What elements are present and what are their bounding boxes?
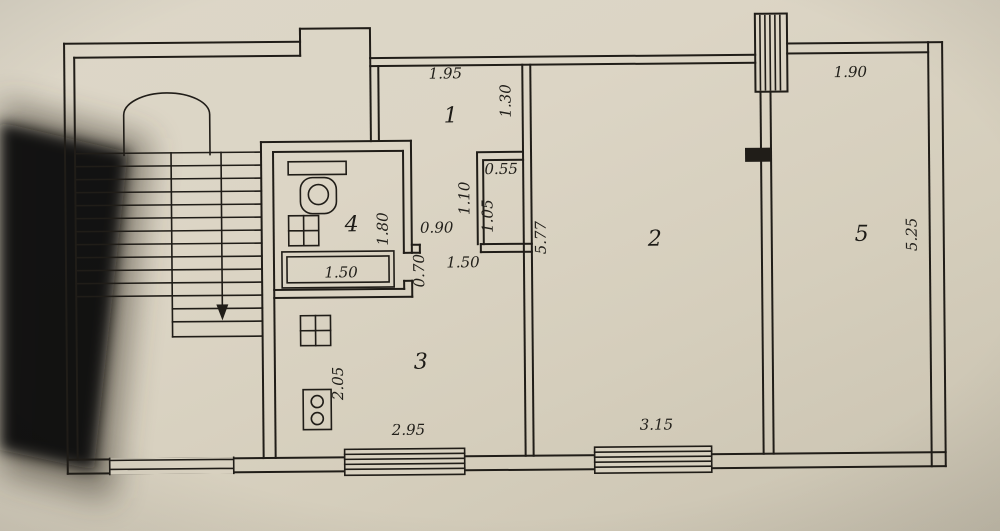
photo-vignette <box>0 0 1000 531</box>
floorplan-svg: 1 2 3 4 5 1.95 1.30 0.55 1.10 1.05 0.90 … <box>0 0 1000 531</box>
floor-plan-photo: 1 2 3 4 5 1.95 1.30 0.55 1.10 1.05 0.90 … <box>0 0 1000 531</box>
